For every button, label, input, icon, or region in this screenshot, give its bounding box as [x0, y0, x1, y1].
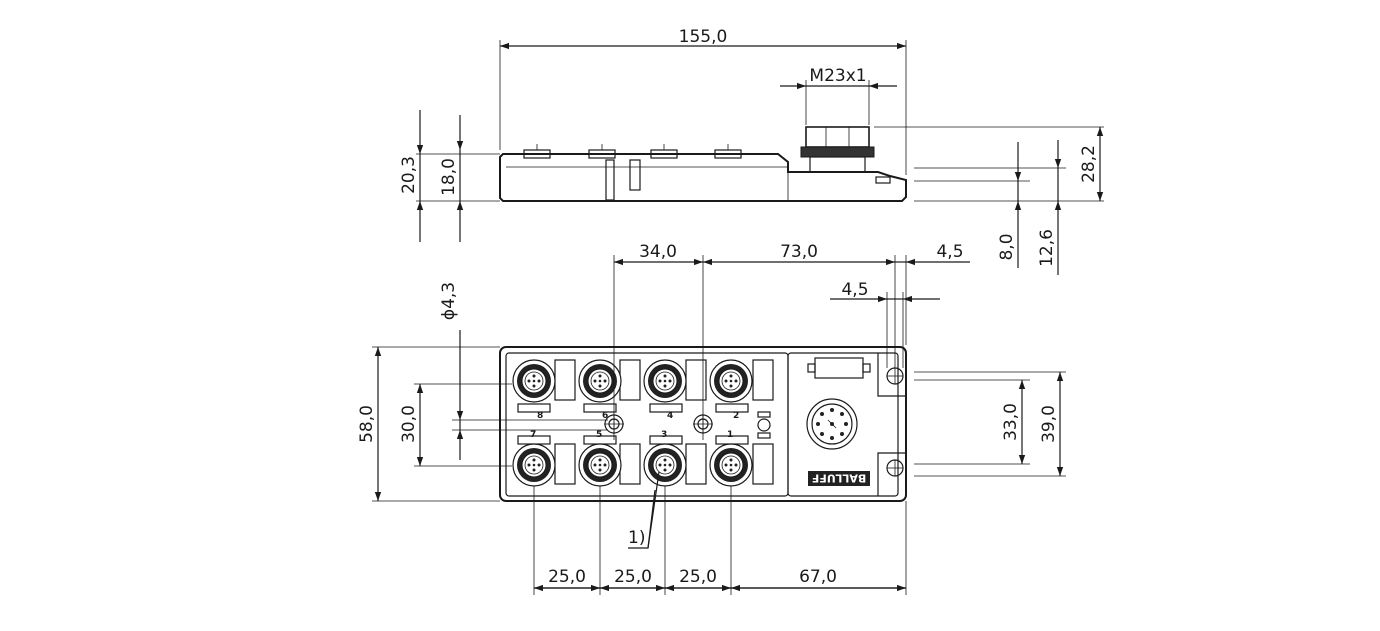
dim-overall-length: 155,0: [679, 27, 728, 47]
dim-hole-diameter: ϕ4,3: [439, 282, 459, 320]
port-number: 6: [602, 411, 608, 421]
side-view: [499, 126, 907, 202]
port-connector: [709, 359, 753, 403]
led-indicator: [757, 411, 771, 439]
port-number: 8: [537, 411, 543, 421]
port-connector: [578, 443, 622, 487]
dim-height-12-6: 12,6: [1037, 229, 1057, 267]
callout-label: 1): [628, 528, 645, 548]
port-number: 7: [530, 430, 536, 440]
dimension-lines: [374, 42, 1104, 592]
dim-width-39-0: 39,0: [1039, 405, 1059, 443]
extension-lines: [372, 40, 1104, 595]
dim-spacing-1: 25,0: [548, 567, 586, 587]
port-number: 3: [661, 430, 667, 440]
port-number: 5: [596, 430, 602, 440]
mounting-ear: [877, 452, 907, 496]
dim-width-30-0: 30,0: [399, 405, 419, 443]
dim-height-28-2: 28,2: [1079, 145, 1099, 183]
dim-offset-4-5-mid: 4,5: [841, 280, 868, 300]
port-connector: [709, 443, 753, 487]
dim-width-58-0: 58,0: [357, 405, 377, 443]
dim-width-33-0: 33,0: [1001, 403, 1021, 441]
dim-spacing-3: 25,0: [679, 567, 717, 587]
dim-pitch-34-0: 34,0: [639, 242, 677, 262]
dimension-labels: 155,0 M23x1 20,3 18,0 28,2 8,0 12,6 34,0…: [357, 27, 1099, 587]
dim-thread: M23x1: [809, 66, 866, 86]
m23-connector: [806, 398, 858, 450]
port-number: 4: [667, 411, 673, 421]
dim-pitch-73-0: 73,0: [780, 242, 818, 262]
port-connector: [643, 359, 687, 403]
port-connector: [512, 443, 556, 487]
brand-logo: BALLUFF: [808, 471, 870, 486]
dim-height-8-0: 8,0: [997, 233, 1017, 260]
port-number: 2: [733, 411, 739, 421]
dim-offset-4-5-top: 4,5: [936, 242, 963, 262]
svg-text:BALLUFF: BALLUFF: [812, 472, 866, 485]
dim-height-20-3: 20,3: [399, 156, 419, 194]
dim-spacing-2: 25,0: [614, 567, 652, 587]
port-connector: [643, 443, 687, 487]
port-number: 1: [727, 430, 733, 440]
dim-length-67-0: 67,0: [799, 567, 837, 587]
port-connector: [578, 359, 622, 403]
port-connector: [512, 359, 556, 403]
dim-height-18-0: 18,0: [439, 158, 459, 196]
